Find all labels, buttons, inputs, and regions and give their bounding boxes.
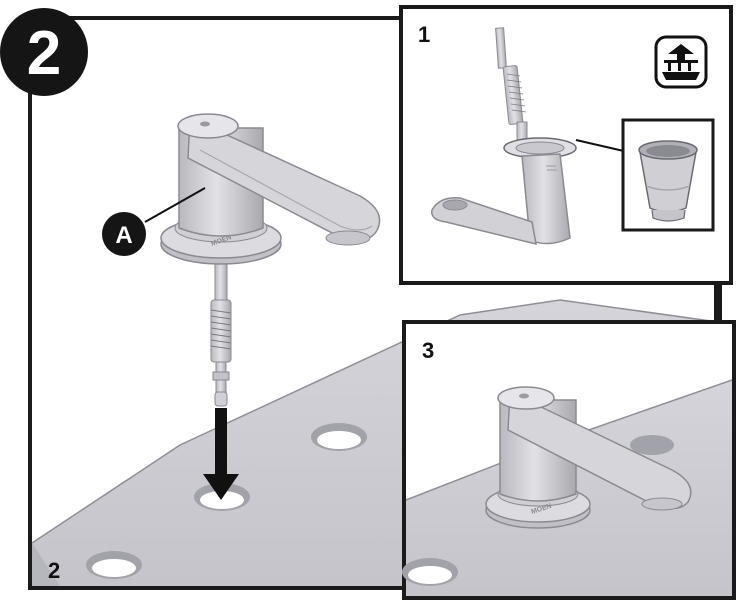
inset-panel-3: MOEN 3 — [402, 283, 736, 600]
pump-body-disassembled — [431, 27, 577, 246]
cup-callout-line — [575, 139, 629, 153]
cup-detail — [621, 118, 715, 232]
inset-1-number: 1 — [418, 22, 430, 47]
mounting-hole-right — [311, 423, 367, 451]
soap-pump-head: MOEN — [160, 113, 381, 407]
not-dishwasher-safe-icon — [654, 35, 708, 89]
cup-icon — [638, 140, 698, 222]
step-number: 2 — [27, 19, 61, 88]
step-badge: 2 — [0, 8, 88, 96]
callout-a: A — [102, 187, 206, 256]
main-panel-number: 2 — [48, 558, 60, 583]
callout-a-label: A — [115, 222, 132, 249]
arrow-down-icon — [203, 408, 239, 500]
installed-soap-pump: MOEN — [485, 386, 692, 529]
mounting-hole-left — [86, 551, 142, 579]
inset-panel-1: 1 — [399, 5, 733, 285]
inset-3-number: 3 — [422, 338, 434, 363]
